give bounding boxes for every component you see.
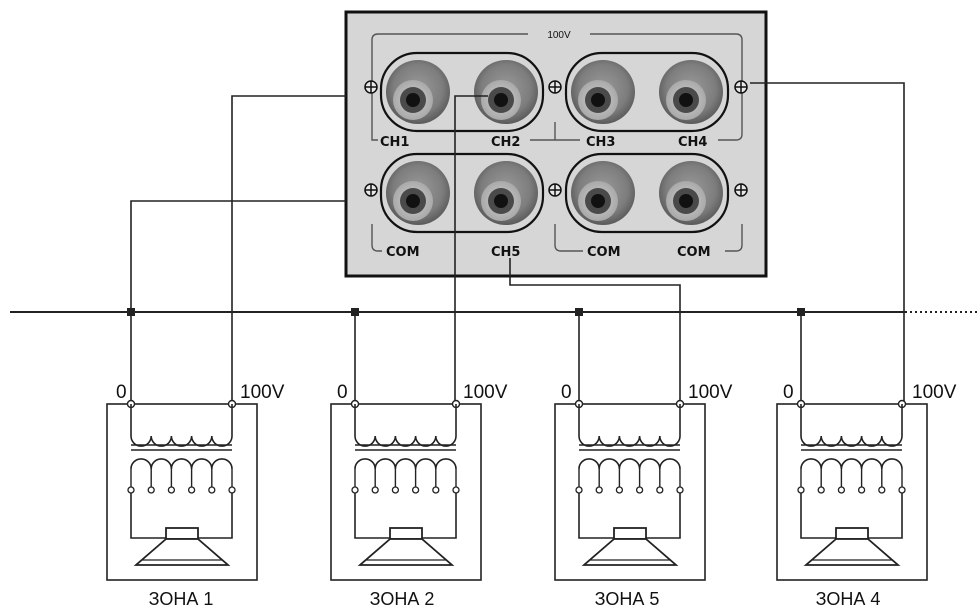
speaker-icon — [803, 527, 901, 566]
zone5-name: ЗОНА 5 — [595, 589, 660, 609]
wire-ch4-to-zone4 — [750, 82, 905, 404]
zone1-100v-label: 100V — [240, 382, 285, 403]
label-ch1: CH1 — [380, 135, 409, 150]
tap-terminal — [432, 486, 440, 494]
zone-box — [330, 403, 482, 581]
wire-com-to-bus — [130, 200, 346, 312]
tap-terminal — [208, 486, 216, 494]
primary-coil — [354, 418, 457, 447]
tap-terminal — [857, 486, 866, 494]
secondary-coil — [130, 458, 233, 470]
label-com-a: COM — [386, 245, 420, 260]
tap-terminal — [228, 486, 236, 494]
tap-terminal — [878, 486, 886, 494]
tap-terminal — [656, 486, 664, 494]
jack-com-a — [386, 161, 450, 225]
zone-4-unit — [776, 308, 928, 581]
secondary-coil — [578, 458, 681, 470]
tap-terminal — [351, 486, 359, 494]
tap-terminal — [898, 486, 906, 494]
wire-ch1-to-zone1 — [231, 95, 346, 404]
zone1-zero-label: 0 — [116, 382, 127, 403]
screw-icon — [734, 183, 748, 197]
zone4-100v-label: 100V — [912, 382, 957, 403]
jack-com-c — [659, 161, 723, 225]
jack-pair-frame-com-com — [564, 152, 730, 234]
label-ch2: CH2 — [491, 135, 520, 150]
zone-1-unit — [106, 308, 258, 581]
zone2-100v-label: 100V — [463, 382, 508, 403]
screw-icon — [364, 80, 378, 94]
zone1-name: ЗОНА 1 — [149, 589, 214, 609]
tap-terminal — [797, 486, 805, 494]
zone-box — [554, 403, 706, 581]
tap-terminal — [127, 486, 135, 494]
zone4-zero-label: 0 — [783, 382, 794, 403]
tap-terminal — [575, 486, 583, 494]
jack-com-b — [571, 161, 635, 225]
screw-icon — [364, 183, 378, 197]
jack-ch1 — [386, 60, 450, 124]
tap-terminal — [147, 486, 155, 494]
zone5-zero-label: 0 — [561, 382, 572, 403]
jack-pair-frame-com-ch5 — [379, 152, 545, 234]
zone2-zero-label: 0 — [337, 382, 348, 403]
label-ch5: CH5 — [491, 245, 520, 260]
tap-terminal — [187, 486, 196, 494]
tap-terminal — [635, 486, 644, 494]
label-ch4: CH4 — [678, 135, 707, 150]
zone-group — [106, 308, 928, 581]
label-ch3: CH3 — [586, 135, 615, 150]
label-com-b: COM — [587, 245, 621, 260]
screw-icon — [734, 80, 748, 94]
jack-ch3 — [571, 60, 635, 124]
secondary-coil — [800, 458, 903, 470]
zone-box — [776, 403, 928, 581]
jack-pair-frame-ch3-ch4 — [564, 51, 730, 133]
tap-terminal — [676, 486, 684, 494]
tap-terminal — [391, 486, 400, 494]
screw-icon — [548, 80, 562, 94]
tap-terminal — [452, 486, 460, 494]
jack-ch2 — [474, 60, 538, 124]
zone5-100v-label: 100V — [688, 382, 733, 403]
jack-ch4 — [659, 60, 723, 124]
tap-terminal — [595, 486, 603, 494]
zone-3-unit — [554, 308, 706, 581]
tap-terminal — [411, 486, 420, 494]
zone4-name: ЗОНА 4 — [816, 589, 881, 609]
wires — [130, 82, 905, 404]
panel-100v-label: 100V — [547, 30, 571, 41]
speaker-icon — [357, 527, 455, 566]
speaker-icon — [581, 527, 679, 566]
primary-coil — [130, 418, 233, 447]
label-com-c: COM — [677, 245, 711, 260]
zone-box — [106, 403, 258, 581]
tap-terminal — [167, 486, 176, 494]
primary-coil — [578, 418, 681, 447]
zone2-name: ЗОНА 2 — [370, 589, 435, 609]
tap-terminal — [817, 486, 825, 494]
zone-2-unit — [330, 308, 482, 581]
amplifier-output-panel: 100V — [344, 10, 768, 278]
tap-terminal — [615, 486, 624, 494]
wire-ch5-to-zone5 — [509, 258, 681, 404]
wire-ch2-to-zone2 — [454, 95, 488, 404]
jack-pair-frame-ch1-ch2 — [379, 51, 545, 133]
speaker-icon — [133, 527, 231, 566]
primary-coil — [800, 418, 903, 447]
screw-icon — [548, 183, 562, 197]
tap-terminal — [371, 486, 379, 494]
secondary-coil — [354, 458, 457, 470]
tap-terminal — [837, 486, 846, 494]
jack-ch5 — [474, 161, 538, 225]
